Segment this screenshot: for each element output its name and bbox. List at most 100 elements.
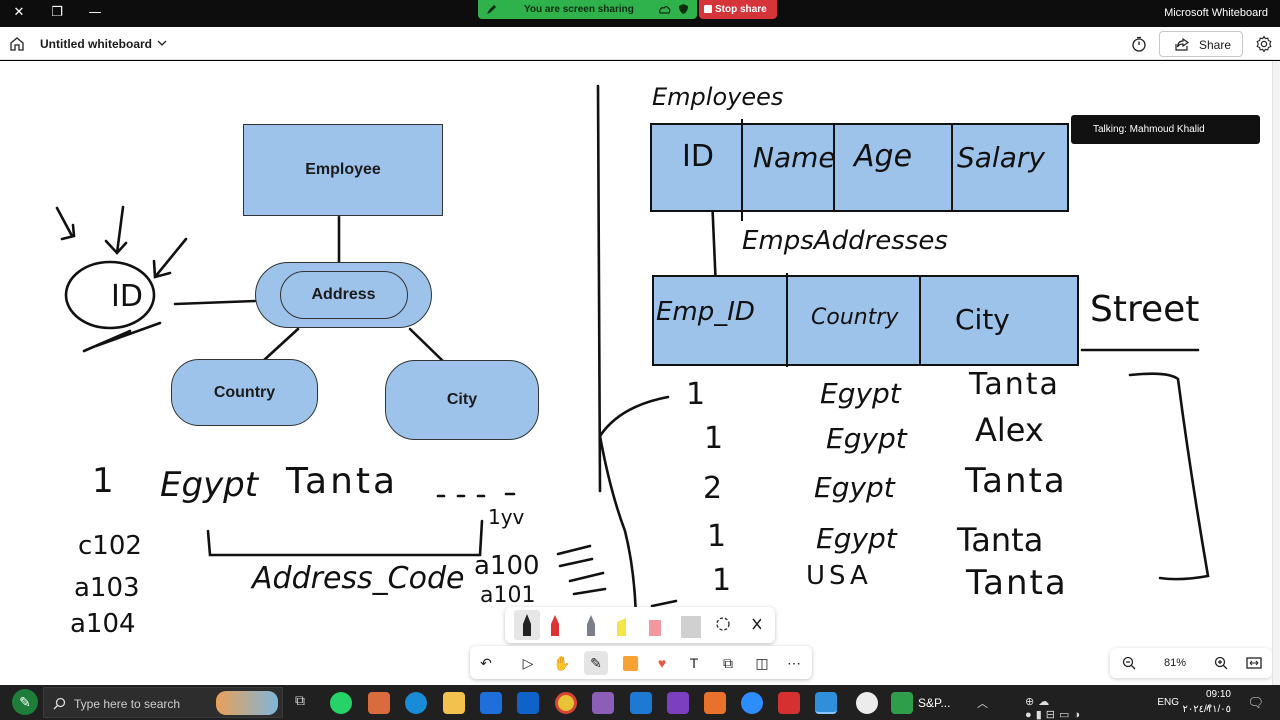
share-icon [1175,37,1190,51]
main-toolbar: ↶ ▷ ✋ ✎ ♥ T ⧉ ◫ ⋯ [470,646,812,679]
col-street: Street [1090,289,1200,330]
timer-icon[interactable] [1131,36,1147,52]
row-country-2: Egypt [826,422,907,455]
templates-icon[interactable]: ◫ [755,654,769,671]
key-attribute-id: ID [111,279,143,314]
attribute-country[interactable]: Country [171,359,318,426]
reaction-heart-icon[interactable]: ♥ [657,655,667,671]
tray-icons[interactable]: ⊕☁●▮⊟▭◑ [1025,696,1084,720]
task-view-icon[interactable]: ⧉ [295,692,305,708]
code-a104: a104 [70,609,136,639]
close-icon[interactable]: ✕ [13,5,25,20]
clock-date[interactable]: ٢٠٢٤/١١/٠٥ [1182,704,1231,715]
app-name: Microsoft Whiteboard [1164,7,1268,19]
row-id-4: 1 [707,519,727,554]
chevron-down-icon[interactable] [156,37,168,49]
acrobat-icon[interactable] [778,692,800,714]
row-id-2: 1 [704,421,724,456]
office-icon[interactable] [704,692,726,714]
zoom-out-icon[interactable] [1122,656,1136,670]
restore-icon[interactable]: ❐ [51,5,63,20]
file-explorer-icon[interactable] [443,692,465,714]
vscode-icon[interactable] [630,692,652,714]
code-top: 1yv [488,505,525,529]
whatsapp-icon[interactable] [330,692,352,714]
fit-screen-icon[interactable] [1246,656,1262,670]
sticky-note-icon[interactable] [618,651,642,675]
talking-text: Talking: Mahmoud Khalid [1093,124,1205,135]
col-city: City [955,303,1010,336]
chrome-icon[interactable] [555,692,577,714]
shield-icon [679,4,688,14]
more-options-icon[interactable]: ⋯ [787,654,801,671]
pen-icon [487,5,496,14]
title-bar: ✕ ❐ — You are screen sharing Stop share … [0,0,1280,27]
col-emp-id: Emp_ID [656,297,755,327]
employees-title: Employees [652,83,784,111]
row-city-2: Alex [975,411,1044,449]
row-city-1: Tanta [969,367,1060,402]
sharing-text: You are screen sharing [524,4,634,15]
stocks-icon[interactable] [891,692,913,714]
search-icon [53,697,66,710]
zoom-in-icon[interactable] [1214,656,1228,670]
stop-icon [704,5,712,13]
row-id-1: 1 [686,377,706,412]
clock-time[interactable]: 09:10 م [1205,689,1231,711]
minimize-icon[interactable]: — [88,5,102,20]
stocks-label[interactable]: S&P... [918,696,951,710]
addresses-title: EmpsAddresses [742,226,948,256]
stop-share-label: Stop share [715,4,767,15]
board-title[interactable]: Untitled whiteboard [40,37,152,51]
col-country: Country [811,305,899,330]
zoom-level[interactable]: 81% [1164,657,1187,669]
left-row-id: 1 [92,461,114,501]
col-id: ID [682,139,714,174]
taskbar-search[interactable]: Type here to search [43,687,283,718]
col-age: Age [854,139,913,174]
shapes-icon[interactable]: ⧉ [723,654,733,671]
entity-employee[interactable]: Employee [243,124,443,216]
col-name: Name [753,141,836,174]
row-city-4: Tanta [957,521,1044,559]
talking-indicator: Talking: Mahmoud Khalid [1071,115,1260,144]
row-country-4: Egypt [816,522,897,555]
stop-share-button[interactable]: Stop share [699,0,777,19]
row-id-5: 1 [712,563,732,598]
app-icon[interactable] [592,692,614,714]
share-button[interactable]: Share [1159,31,1243,57]
ink-strokes [55,84,1210,623]
code-c102: c102 [78,531,142,561]
row-country-3: Egypt [814,471,895,504]
gear-icon[interactable] [1255,35,1273,53]
visual-studio-icon[interactable] [667,692,689,714]
store-icon[interactable] [480,692,502,714]
code-a100: a100 [474,551,540,581]
help-icon[interactable] [856,692,878,714]
edge-icon[interactable] [405,692,427,714]
text-icon[interactable]: T [689,655,699,671]
language-indicator[interactable]: ENG [1157,697,1179,708]
zoom-icon[interactable] [741,692,763,714]
composite-attribute-address[interactable]: Address [255,262,432,328]
paint-icon[interactable] [368,692,390,714]
notifications-icon[interactable]: 🗨 [1247,695,1264,710]
row-city-3: Tanta [965,461,1067,501]
windows-taskbar: ✎ Type here to search ⧉ S&P... ︿ ⊕☁●▮⊟▭◑… [0,685,1280,720]
hand-icon[interactable]: ✋ [553,654,571,671]
cloud-icon [659,5,671,14]
ink-workspace-icon[interactable]: ✎ [12,689,38,715]
whiteboard-app-icon[interactable] [815,692,837,714]
address-code-label: Address_Code [252,561,465,596]
attribute-city[interactable]: City [385,360,539,440]
home-icon[interactable] [8,35,26,53]
row-id-3: 2 [703,471,723,506]
outlook-icon[interactable] [517,692,539,714]
chevron-up-icon[interactable]: ︿ [977,698,988,710]
whiteboard-canvas[interactable]: Employee Address Country City ID Employe… [0,61,1280,685]
select-icon[interactable]: ▷ [522,654,534,671]
zoom-controls: 81% [1110,648,1272,678]
pen-tool-icon[interactable]: ✎ [584,651,608,675]
undo-icon[interactable]: ↶ [480,654,492,671]
canvas-scrollbar[interactable] [1272,61,1280,685]
